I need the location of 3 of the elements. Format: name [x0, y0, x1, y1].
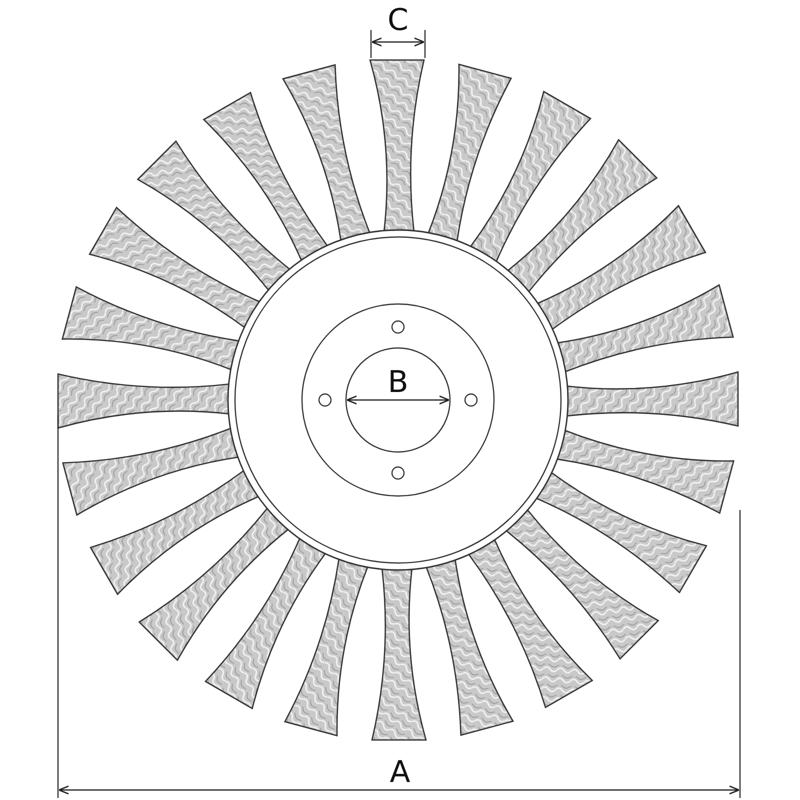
dimension-label: B — [388, 368, 408, 398]
dimension-label: A — [390, 758, 410, 788]
dimension-label: C — [388, 6, 408, 36]
